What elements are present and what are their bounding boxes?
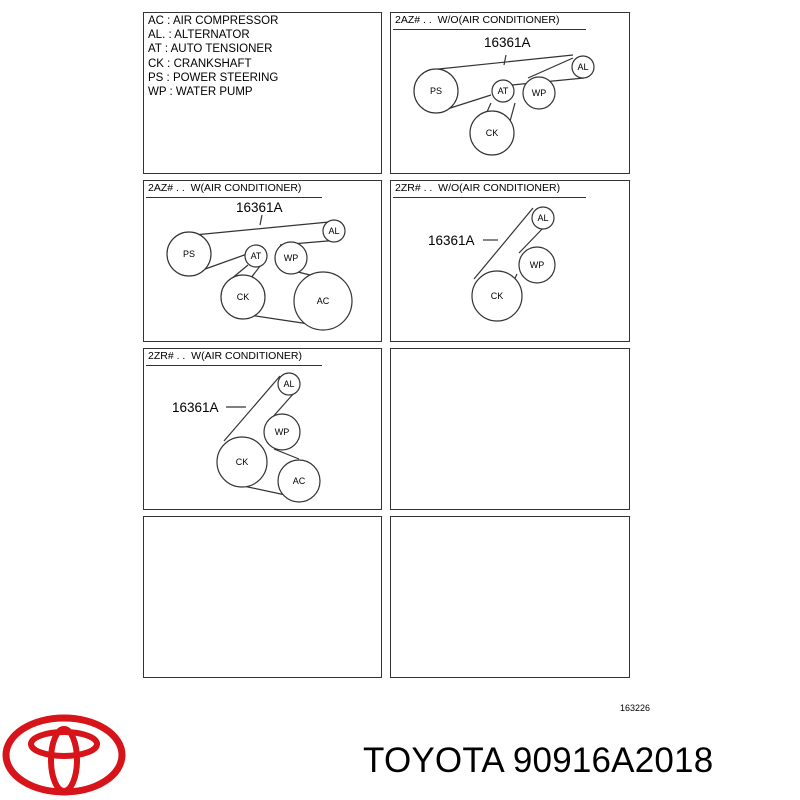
pulley-label-ps: PS	[430, 86, 442, 96]
legend-name: ALTERNATOR	[174, 29, 250, 42]
diagram-title: 2ZR# . . W/O(AIR CONDITIONER)	[395, 182, 561, 194]
pulley-label-ck: CK	[491, 291, 504, 301]
belt-routing-drawing: 16361A AL WP CK	[428, 206, 556, 322]
pulley-wp	[263, 413, 301, 451]
part-number-label: 16361A	[484, 35, 531, 50]
pulley-label-al: AL	[537, 213, 548, 223]
pulley-label-wp: WP	[530, 260, 545, 270]
pulley-wp	[274, 241, 308, 275]
legend-name: AIR COMPRESSOR	[172, 15, 279, 27]
part-leader-line	[259, 214, 263, 226]
legend-code: AT	[148, 43, 162, 56]
belt-diagram-2az-without-ac: 2AZ# . . W/O(AIR CONDITIONER) 16361A PS …	[390, 12, 630, 174]
diagram-title: 2AZ# . . W/O(AIR CONDITIONER)	[395, 14, 560, 26]
legend-code: CK	[148, 57, 164, 70]
pulley-ac	[293, 271, 353, 331]
reference-code: 163226	[620, 703, 651, 713]
abbreviation-legend: AC : AIR COMPRESSOR AL. : ALTERNATOR AT …	[148, 14, 278, 99]
pulley-ck	[469, 110, 515, 156]
pulley-wp	[518, 246, 556, 284]
legend-row-ps: PS : POWER STEERING	[148, 71, 279, 84]
pulley-ps	[166, 231, 212, 277]
pulley-label-wp: WP	[284, 253, 299, 263]
title-underline	[393, 29, 586, 30]
legend-row-at: AT : AUTO TENSIONER	[148, 43, 273, 56]
pulley-al	[531, 206, 555, 230]
legend-code: AL.	[148, 29, 166, 42]
toyota-emblem-logo	[2, 714, 126, 796]
pulley-al	[277, 372, 301, 396]
pulley-wp	[522, 76, 556, 110]
title-underline	[393, 197, 586, 198]
legend-code: AC	[148, 15, 164, 27]
legend-row-ck: CK : CRANKSHAFT	[148, 57, 252, 70]
pulley-at	[244, 244, 268, 268]
pulley-ck	[216, 436, 268, 488]
legend-code: PS	[148, 71, 164, 84]
pulley-label-at: AT	[498, 86, 509, 96]
legend-row-wp: WP : WATER PUMP	[148, 86, 253, 99]
pulley-label-ac: AC	[293, 476, 306, 486]
empty-panel	[390, 516, 630, 678]
title-underline	[146, 365, 322, 366]
belt-routing-drawing: 16361A AL WP CK AC	[172, 372, 321, 503]
legend-name: WATER PUMP	[175, 86, 253, 99]
legend-row-al: AL. : ALTERNATOR	[148, 29, 250, 42]
part-number-label: 16361A	[428, 233, 475, 248]
pulley-al	[322, 219, 346, 243]
pulley-label-al: AL	[577, 62, 588, 72]
pulley-ps	[413, 68, 459, 114]
belt-diagram-2zr-without-ac: 2ZR# . . W/O(AIR CONDITIONER) 16361A AL …	[390, 180, 630, 342]
part-number-label: 16361A	[236, 200, 283, 215]
pulley-label-ac: AC	[317, 296, 330, 306]
pulley-al	[571, 55, 595, 79]
pulley-ac	[277, 459, 321, 503]
pulley-label-ps: PS	[183, 249, 195, 259]
belt-routing-drawing: 16361A PS AL AT WP CK	[413, 35, 595, 156]
pulley-label-wp: WP	[275, 427, 290, 437]
legend-row-ac: AC : AIR COMPRESSOR	[148, 15, 279, 27]
belt-diagram-2az-with-ac: 2AZ# . . W(AIR CONDITIONER) 16361A PS AL…	[143, 180, 382, 342]
brand-part-number: TOYOTA 90916A2018	[363, 741, 714, 780]
diagram-title: 2AZ# . . W(AIR CONDITIONER)	[148, 182, 302, 194]
title-underline	[146, 197, 322, 198]
pulley-label-ck: CK	[237, 292, 250, 302]
legend-name: CRANKSHAFT	[173, 57, 252, 70]
legend-code: WP	[148, 86, 167, 99]
pulley-label-ck: CK	[486, 128, 499, 138]
diagram-title: 2ZR# . . W(AIR CONDITIONER)	[148, 350, 303, 362]
pulley-ck	[220, 274, 266, 320]
pulley-label-wp: WP	[532, 88, 547, 98]
legend-name: AUTO TENSIONER	[170, 43, 273, 56]
part-number-label: 16361A	[172, 400, 219, 415]
belt-routing-drawing: 16361A PS AL AT WP CK AC	[166, 200, 353, 331]
pulley-at	[491, 79, 515, 103]
legend-name: POWER STEERING	[172, 71, 279, 84]
pulley-label-al: AL	[283, 379, 294, 389]
empty-panel	[390, 348, 630, 510]
pulley-ck	[471, 270, 523, 322]
part-leader-line	[503, 54, 507, 66]
pulley-label-al: AL	[328, 226, 339, 236]
legend-panel: AC : AIR COMPRESSOR AL. : ALTERNATOR AT …	[143, 12, 382, 174]
belt-diagram-2zr-with-ac: 2ZR# . . W(AIR CONDITIONER) 16361A AL WP…	[143, 348, 382, 510]
pulley-label-ck: CK	[236, 457, 249, 467]
pulley-label-at: AT	[251, 251, 262, 261]
empty-panel	[143, 516, 382, 678]
